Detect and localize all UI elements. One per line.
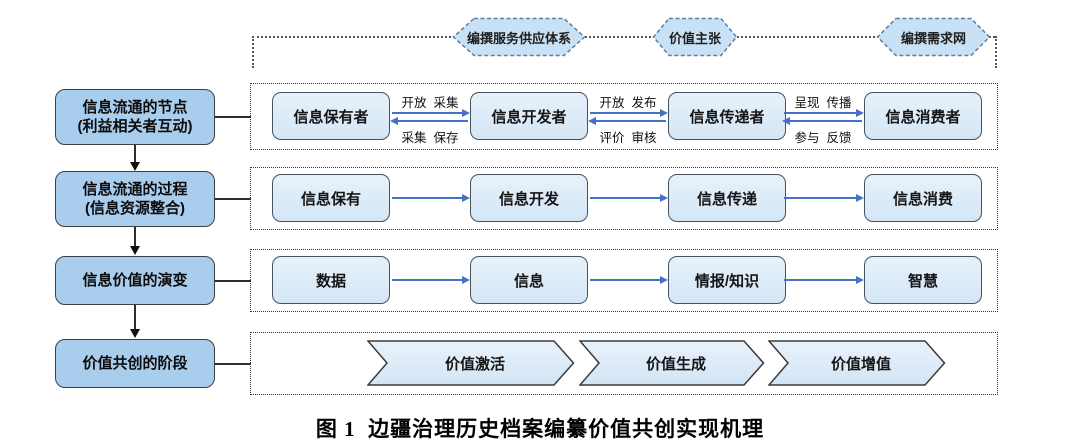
value-arrow-1 — [392, 276, 470, 284]
top-dotted-stub-left — [252, 36, 254, 68]
process-arrow-3 — [784, 194, 864, 202]
flow-arrow-right-3 — [784, 109, 864, 117]
chevron-shape — [768, 340, 946, 386]
flow-arrow-right-2 — [590, 109, 668, 117]
flow-label-bottom-2: 评价 审核 — [599, 131, 657, 145]
hexagon-shape — [452, 17, 586, 57]
node-info-transmit: 信息传递 — [668, 174, 786, 222]
chevron-value-generation: 价值生成 — [579, 340, 765, 386]
connector-process-row — [215, 198, 251, 200]
node-information: 信息 — [470, 256, 588, 304]
node-info-developer: 信息开发者 — [470, 92, 588, 140]
chevron-value-increment: 价值增值 — [768, 340, 946, 386]
down-arrow-2-head — [130, 246, 140, 255]
chevron-value-activation: 价值激活 — [367, 340, 575, 386]
top-dotted-stub-right — [995, 36, 997, 68]
process-arrow-1 — [392, 194, 470, 202]
node-info-transmitter: 信息传递者 — [668, 92, 786, 140]
tag-value-proposition-label: 价值主张 — [668, 30, 721, 46]
flow-label-bottom-1: 采集 保存 — [401, 131, 459, 145]
node-data: 数据 — [272, 256, 390, 304]
chevron-value-generation-label: 价值生成 — [645, 355, 706, 373]
row-label-nodes-line1: 信息流通的节点 — [82, 98, 188, 116]
row-label-nodes: 信息流通的节点 (利益相关者互动) — [55, 89, 215, 145]
row-label-process-line2: (信息资源整合) — [85, 200, 185, 217]
flow-arrow-left-1 — [390, 117, 468, 125]
flow-label-top-3: 呈现 传播 — [794, 96, 852, 110]
row-label-nodes-line2: (利益相关者互动) — [77, 118, 193, 135]
value-arrow-3 — [784, 276, 864, 284]
hexagon-shape — [876, 17, 991, 57]
node-intelligence-knowledge: 情报/知识 — [668, 256, 786, 304]
node-wisdom: 智慧 — [864, 256, 982, 304]
hexagon-shape — [652, 17, 738, 57]
connector-value-row — [215, 280, 251, 282]
node-info-consume: 信息消费 — [864, 174, 982, 222]
down-arrow-2-line — [134, 227, 136, 246]
chevron-value-increment-label: 价值增值 — [830, 355, 891, 373]
connector-nodes-row — [215, 116, 251, 118]
chevron-shape — [367, 340, 575, 386]
tag-value-proposition: 价值主张 — [652, 17, 738, 57]
row-label-process: 信息流通的过程 (信息资源整合) — [55, 171, 215, 227]
node-info-hold: 信息保有 — [272, 174, 390, 222]
row-label-value-line1: 信息价值的演变 — [82, 271, 188, 289]
flow-arrow-right-1 — [392, 109, 470, 117]
node-info-holder: 信息保有者 — [272, 92, 390, 140]
row-label-stage-line1: 价值共创的阶段 — [82, 354, 188, 372]
connector-stage-row — [215, 363, 251, 365]
value-arrow-2 — [590, 276, 668, 284]
row-label-stage: 价值共创的阶段 — [55, 339, 215, 388]
row-label-value: 信息价值的演变 — [55, 256, 215, 305]
down-arrow-3-head — [130, 329, 140, 338]
flow-label-top-2: 开放 发布 — [599, 96, 657, 110]
row-label-process-line1: 信息流通的过程 — [82, 180, 188, 198]
down-arrow-1-head — [130, 162, 140, 171]
node-info-consumer: 信息消费者 — [864, 92, 982, 140]
flow-arrow-left-2 — [588, 117, 666, 125]
node-info-develop: 信息开发 — [470, 174, 588, 222]
chevron-value-activation-label: 价值激活 — [444, 355, 505, 373]
tag-demand-network: 编撰需求网 — [876, 17, 991, 57]
process-arrow-2 — [590, 194, 668, 202]
chevron-shape — [579, 340, 765, 386]
tag-demand-network-label: 编撰需求网 — [900, 30, 966, 46]
down-arrow-1-line — [134, 145, 136, 162]
down-arrow-3-line — [134, 305, 136, 329]
tag-supply-system: 编撰服务供应体系 — [452, 17, 586, 57]
flow-label-top-1: 开放 采集 — [401, 96, 459, 110]
flow-label-bottom-3: 参与 反馈 — [794, 131, 852, 145]
tag-supply-system-label: 编撰服务供应体系 — [466, 30, 571, 46]
flow-arrow-left-3 — [782, 117, 862, 125]
top-dotted-line — [252, 36, 995, 38]
figure-caption: 图 1 边疆治理历史档案编纂价值共创实现机理 — [315, 417, 765, 441]
